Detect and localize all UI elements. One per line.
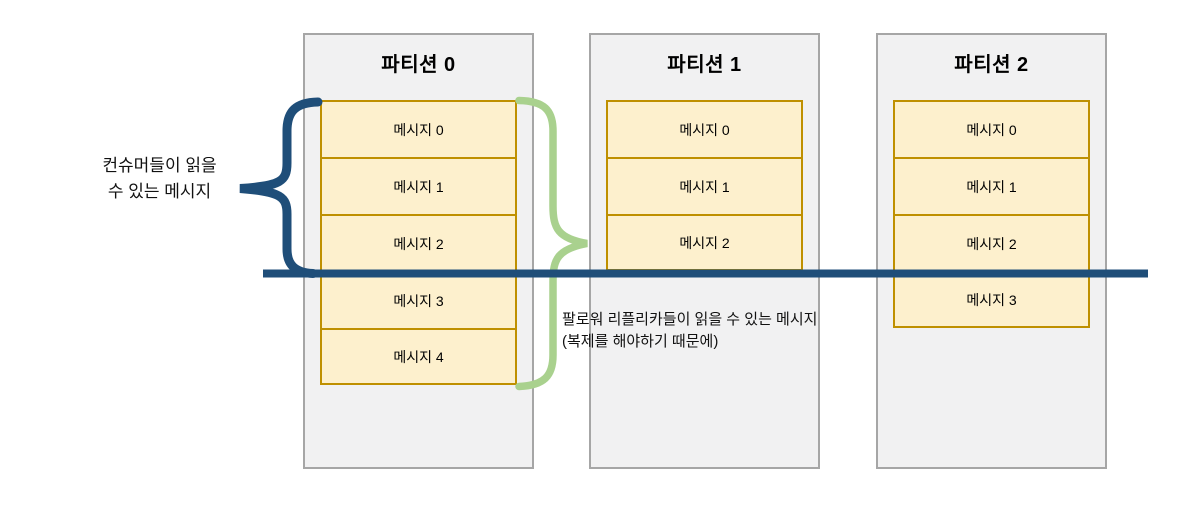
consumer-readable-label: 컨슈머들이 읽을 수 있는 메시지: [52, 153, 267, 205]
message-cell: 메시지 1: [606, 157, 803, 214]
partition-0-title: 파티션 0: [381, 54, 456, 76]
message-cell: 메시지 4: [320, 328, 517, 385]
message-cell: 메시지 2: [320, 214, 517, 271]
message-cell: 메시지 3: [320, 271, 517, 328]
partition-1-title: 파티션 1: [667, 54, 742, 76]
message-cell: 메시지 0: [893, 100, 1090, 157]
message-cell: 메시지 1: [320, 157, 517, 214]
consumer-readable-label-line2: 수 있는 메시지: [107, 182, 212, 201]
replica-readable-label-line1: 팔로워 리플리카들이 읽을 수 있는 메시지: [562, 311, 818, 328]
partition-2-title: 파티션 2: [954, 54, 1029, 76]
message-cell: 메시지 0: [320, 100, 517, 157]
message-cell: 메시지 2: [893, 214, 1090, 271]
replica-readable-label-line2: (복제를 해야하기 때문에): [562, 333, 719, 350]
message-cell: 메시지 3: [893, 271, 1090, 328]
message-cell: 메시지 1: [893, 157, 1090, 214]
message-cell: 메시지 0: [606, 100, 803, 157]
replica-readable-label: 팔로워 리플리카들이 읽을 수 있는 메시지 (복제를 해야하기 때문에): [562, 309, 892, 353]
message-cell: 메시지 2: [606, 214, 803, 271]
consumer-readable-label-line1: 컨슈머들이 읽을: [102, 156, 217, 175]
